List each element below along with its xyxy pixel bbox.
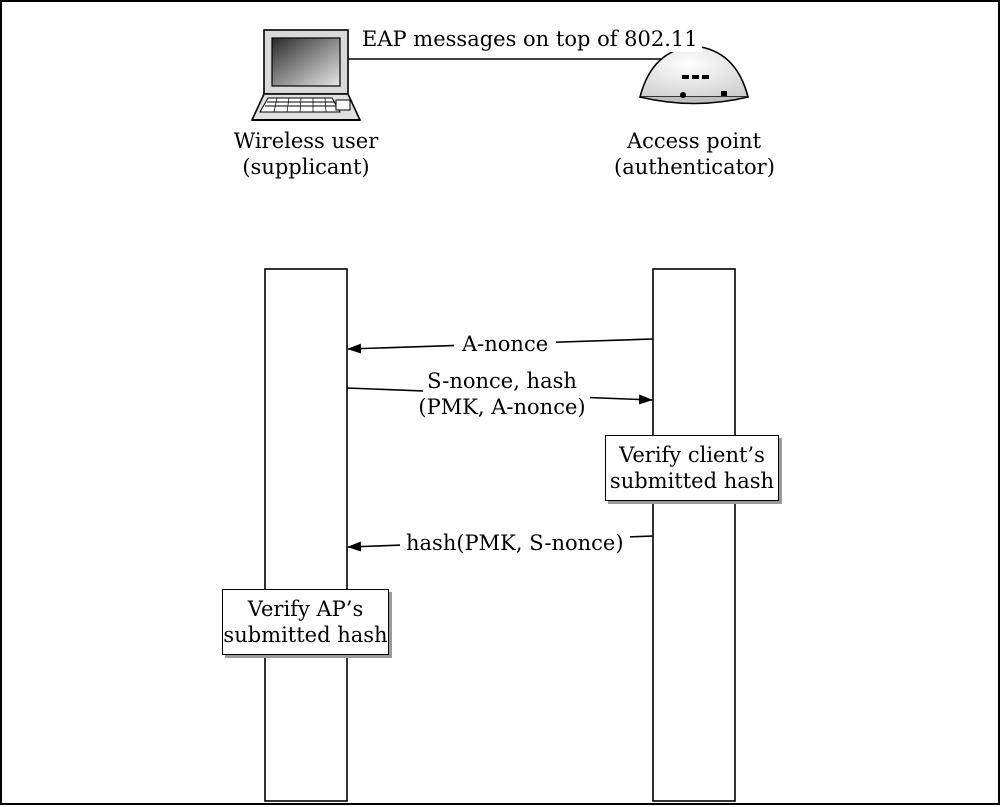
authenticator-label-line1: Access point bbox=[626, 129, 762, 153]
laptop-icon bbox=[250, 29, 362, 121]
eap-link-label: EAP messages on top of 802.11 bbox=[358, 26, 702, 52]
message-label-hash-s-nonce: hash(PMK, S-nonce) bbox=[400, 530, 630, 556]
authenticator-label: Access point (authenticator) bbox=[614, 128, 775, 180]
verify-ap-hash-line2: submitted hash bbox=[223, 623, 388, 647]
authenticator-label-line2: (authenticator) bbox=[614, 155, 775, 179]
message-label-s-nonce-line1: S-nonce, hash bbox=[423, 368, 581, 394]
verify-client-hash-line1: Verify client’s bbox=[619, 443, 765, 467]
supplicant-lifeline bbox=[264, 268, 348, 802]
verify-client-hash-line2: submitted hash bbox=[609, 469, 775, 493]
authenticator-lifeline bbox=[652, 268, 736, 802]
message-label-a-nonce: A-nonce bbox=[454, 331, 557, 357]
message-label-s-nonce-line2: (PMK, A-nonce) bbox=[414, 394, 590, 420]
verify-client-hash-box: Verify client’s submitted hash bbox=[605, 435, 779, 501]
verify-ap-hash-box: Verify AP’s submitted hash bbox=[222, 589, 389, 655]
verify-ap-hash-line1: Verify AP’s bbox=[247, 597, 364, 621]
supplicant-label-line1: Wireless user bbox=[233, 129, 379, 153]
access-point-icon bbox=[638, 45, 750, 105]
message-label-s-nonce: S-nonce, hash (PMK, A-nonce) bbox=[402, 368, 602, 420]
supplicant-label-line2: (supplicant) bbox=[242, 155, 370, 179]
supplicant-label: Wireless user (supplicant) bbox=[226, 128, 386, 180]
